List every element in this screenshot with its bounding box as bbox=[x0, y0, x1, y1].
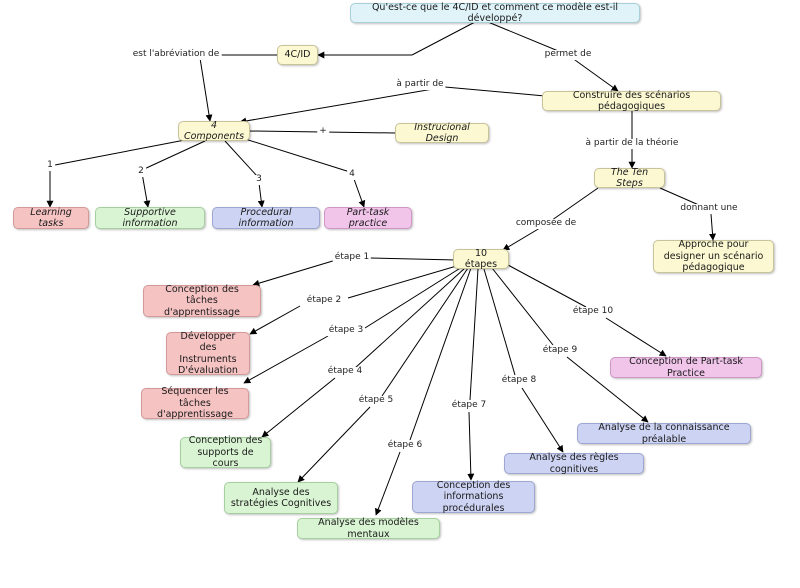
node-modeles-mentaux[interactable]: Analyse des modèles mentaux bbox=[297, 517, 440, 540]
label-plus: + bbox=[317, 126, 329, 137]
node-supports-cours[interactable]: Conception des supports de cours bbox=[180, 435, 271, 469]
label-donnant: donnant une bbox=[678, 203, 740, 214]
node-learning-tasks[interactable]: Learning tasks bbox=[13, 207, 89, 229]
edge-e3b bbox=[243, 335, 329, 384]
label-etape-2: étape 2 bbox=[304, 295, 344, 306]
label-a-partir: à partir de bbox=[394, 79, 446, 90]
label-etape-5: étape 5 bbox=[356, 395, 396, 406]
edge-n3a bbox=[224, 140, 258, 177]
node-ten-steps[interactable]: The Ten Steps bbox=[594, 167, 665, 189]
edge-abrev-components bbox=[199, 57, 213, 122]
label-etape-7: étape 7 bbox=[449, 400, 489, 411]
node-connaissance-prealable[interactable]: Analyse de la connaissance préalable bbox=[577, 422, 751, 445]
label-etape-8: étape 8 bbox=[499, 375, 539, 386]
edge-e3a bbox=[364, 266, 463, 329]
edge-e10b bbox=[605, 317, 667, 357]
edge-question-permet bbox=[487, 21, 569, 56]
edge-e6b bbox=[374, 451, 401, 516]
edge-n4b bbox=[353, 178, 366, 208]
node-informations-procedurales[interactable]: Conception des informations procédurales bbox=[412, 480, 535, 514]
node-supportive-information[interactable]: Supportive information bbox=[95, 207, 205, 229]
edge-n1a bbox=[54, 139, 186, 166]
edge-e10a bbox=[507, 264, 587, 308]
edge-e8a bbox=[483, 268, 516, 376]
edge-e9b bbox=[566, 356, 649, 423]
edge-e7a bbox=[469, 268, 479, 401]
label-2: 2 bbox=[136, 166, 146, 177]
node-sequencer-taches[interactable]: Séquencer les tâches d'apprentissage bbox=[141, 386, 249, 420]
edge-e4b bbox=[261, 377, 336, 438]
edge-n3b bbox=[257, 182, 265, 208]
edge-apartir-components bbox=[239, 86, 446, 125]
edge-e8b bbox=[521, 387, 564, 453]
edge-n2b bbox=[141, 172, 151, 208]
node-10-etapes[interactable]: 10 étapes bbox=[453, 248, 509, 270]
label-etape-10: étape 10 bbox=[570, 306, 616, 317]
edge-question-abrev bbox=[411, 21, 476, 56]
edge-construire-apartir bbox=[444, 86, 546, 97]
label-etape-4: étape 4 bbox=[325, 366, 365, 377]
edge-e6a bbox=[409, 267, 472, 441]
edge-e1b bbox=[252, 259, 337, 287]
edge-e5a bbox=[381, 267, 469, 397]
node-approche[interactable]: Approche pour designer un scénario pédag… bbox=[653, 239, 774, 273]
node-regles-cognitives[interactable]: Analyse des règles cognitives bbox=[504, 452, 644, 475]
node-conception-part-task[interactable]: Conception de Part-task Practice bbox=[610, 356, 762, 379]
node-question[interactable]: Qu'est-ce que le 4C/ID et comment ce mod… bbox=[350, 2, 640, 24]
edge-n2a bbox=[141, 140, 206, 171]
node-strategies-cognitives[interactable]: Analyse des stratégies Cognitives bbox=[224, 482, 338, 514]
label-composee: composée de bbox=[513, 218, 579, 229]
label-permet: permet de bbox=[542, 49, 594, 60]
label-etape-1: étape 1 bbox=[332, 252, 372, 263]
node-part-task-practice[interactable]: Part-task practice bbox=[324, 207, 412, 229]
node-developper-instruments[interactable]: Développer des Instruments D'évaluation bbox=[166, 331, 250, 376]
label-3: 3 bbox=[254, 174, 264, 185]
label-abreviation: est l'abréviation de bbox=[130, 49, 222, 60]
edge-donnant-approche bbox=[709, 213, 717, 241]
edge-e7b bbox=[467, 411, 475, 481]
edge-tensteps-composee bbox=[544, 187, 599, 226]
edge-e2a bbox=[347, 264, 461, 299]
edge-e5b bbox=[297, 406, 371, 483]
node-4cid[interactable]: 4C/ID bbox=[277, 45, 318, 65]
label-theorie: à partir de la théorie bbox=[583, 138, 681, 149]
node-procedural-information[interactable]: Procedural information bbox=[212, 207, 320, 229]
node-instructional-design[interactable]: Instrucional Design bbox=[395, 122, 489, 144]
node-4-components[interactable]: 4 Components bbox=[178, 120, 250, 142]
edge-permet-construire bbox=[567, 54, 619, 92]
edge-composee-etapes bbox=[502, 224, 546, 251]
edge-e4a bbox=[354, 267, 466, 369]
label-1: 1 bbox=[45, 160, 55, 171]
edge-e2b bbox=[249, 305, 301, 335]
label-etape-6: étape 6 bbox=[385, 440, 425, 451]
node-construire[interactable]: Construire des scénarios pédagogiques bbox=[542, 90, 721, 112]
label-4: 4 bbox=[347, 169, 357, 180]
edge-n4a bbox=[241, 137, 351, 173]
label-etape-3: étape 3 bbox=[326, 325, 366, 336]
edge-e1a bbox=[369, 257, 457, 261]
node-conception-taches[interactable]: Conception des tâches d'apprentissage bbox=[143, 284, 261, 318]
edge-e9a bbox=[491, 267, 554, 346]
label-etape-9: étape 9 bbox=[540, 345, 580, 356]
